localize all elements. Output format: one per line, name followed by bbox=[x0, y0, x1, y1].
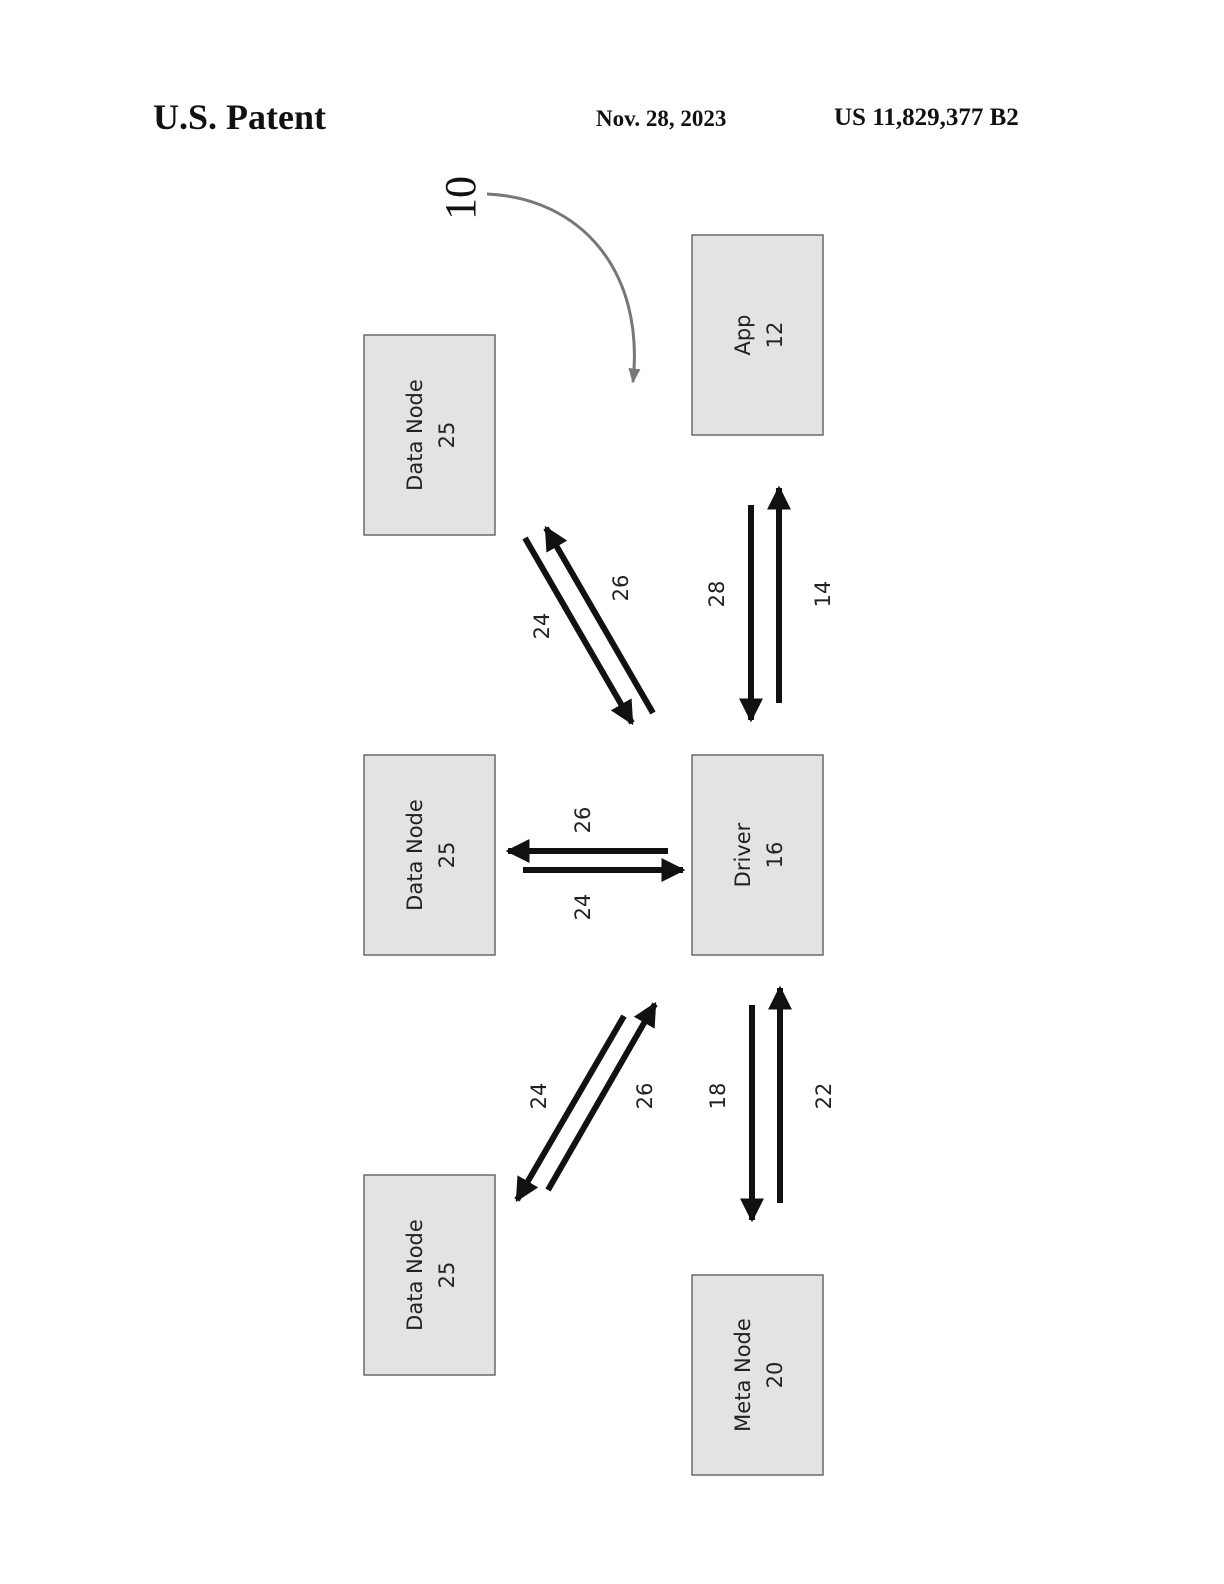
data-node-top-number: 25 bbox=[435, 422, 459, 449]
figure-ref-label: 10 bbox=[436, 176, 485, 220]
data-node-middle-name: Data Node bbox=[403, 799, 427, 911]
ref-curve-arrow bbox=[487, 194, 634, 382]
label-24-middle: 24 bbox=[571, 894, 595, 921]
label-26-middle: 26 bbox=[571, 807, 595, 834]
driver-box: Driver 16 bbox=[692, 755, 823, 955]
meta-node-box: Meta Node 20 bbox=[692, 1275, 823, 1475]
data-node-box-bottom: Data Node 25 bbox=[364, 1175, 495, 1375]
label-14: 14 bbox=[811, 581, 835, 608]
driver-box-name: Driver bbox=[731, 822, 755, 887]
app-box: App 12 bbox=[692, 235, 823, 435]
meta-node-box-number: 20 bbox=[763, 1362, 787, 1389]
data-node-top-name: Data Node bbox=[403, 379, 427, 491]
arrow-26-top bbox=[546, 528, 653, 713]
label-24-bottom: 24 bbox=[527, 1083, 551, 1110]
data-node-box-top: Data Node 25 bbox=[364, 335, 495, 535]
label-22: 22 bbox=[812, 1083, 836, 1110]
label-26-top: 26 bbox=[609, 575, 633, 602]
driver-box-number: 16 bbox=[763, 842, 787, 869]
data-node-box-middle: Data Node 25 bbox=[364, 755, 495, 955]
data-node-bottom-number: 25 bbox=[435, 1262, 459, 1289]
data-node-bottom-name: Data Node bbox=[403, 1219, 427, 1331]
label-28: 28 bbox=[705, 581, 729, 608]
app-box-name: App bbox=[731, 314, 755, 355]
app-box-number: 12 bbox=[763, 322, 787, 349]
label-18: 18 bbox=[706, 1083, 730, 1110]
meta-node-box-name: Meta Node bbox=[731, 1318, 755, 1432]
data-node-middle-number: 25 bbox=[435, 842, 459, 869]
label-26-bottom: 26 bbox=[633, 1083, 657, 1110]
label-24-top: 24 bbox=[530, 613, 554, 640]
